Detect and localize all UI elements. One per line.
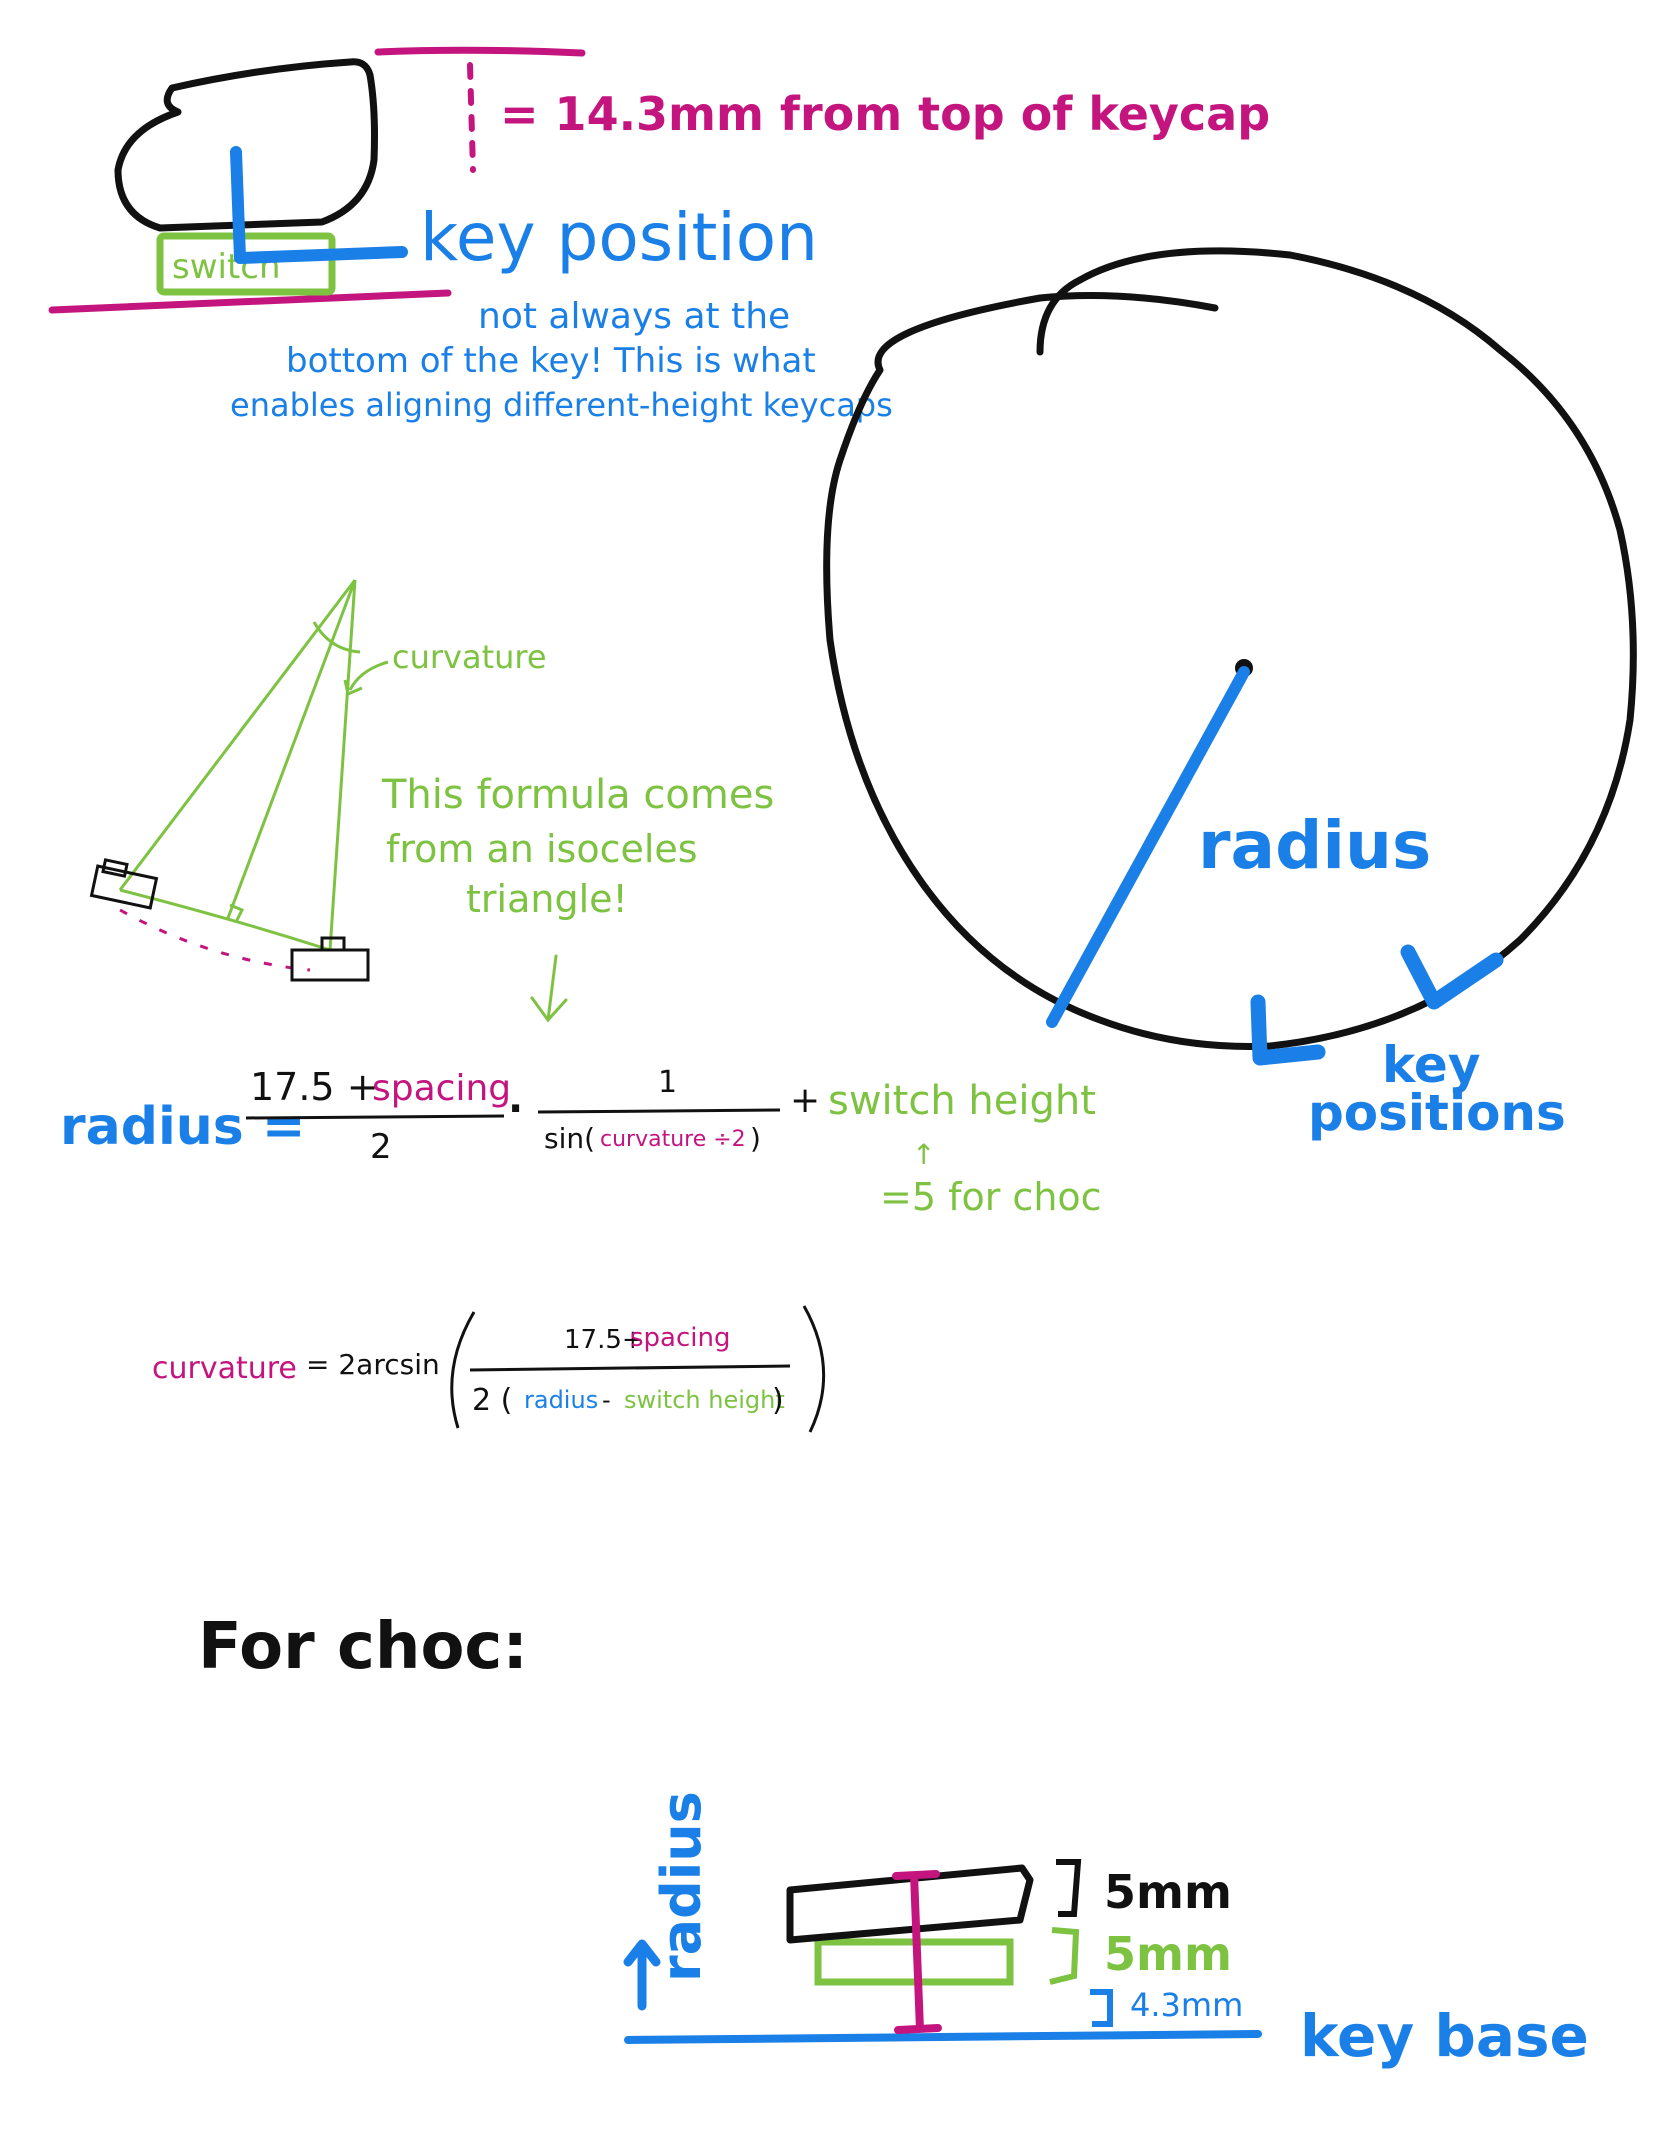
keycap-diagram: switch = 14.3mm from top of keycap key p…	[48, 46, 1270, 424]
key-position-note-line2: bottom of the key! This is what	[286, 341, 816, 381]
formula-note-line1: This formula comes	[381, 772, 774, 818]
curvature-formula-num-b: spacing	[630, 1323, 730, 1353]
right-angle-mark	[229, 903, 245, 923]
bottom-dim-label: 4.3mm	[1130, 1986, 1243, 2024]
choc-radius-arrow-head	[623, 1939, 661, 1967]
triangle-altitude	[226, 579, 357, 919]
curvature-formula-fraction-bar	[469, 1364, 791, 1372]
choc-section: For choc: radius key base 5mm 5mm 4.3mm	[198, 1610, 1589, 2070]
choc-radius-label: radius	[650, 1791, 713, 1982]
choc-key-position-bottom	[894, 2024, 942, 2034]
measure-dashed-line	[467, 62, 476, 173]
radius-formula-arrow: ↑	[912, 1138, 935, 1171]
curvature-formula-num-a: 17.5+	[564, 1325, 644, 1355]
radius-line	[1046, 666, 1250, 1028]
key-position-mark	[230, 146, 408, 264]
radius-formula-plus: +	[790, 1080, 820, 1121]
curvature-formula-den-c: -	[602, 1386, 611, 1414]
switch-box	[156, 232, 336, 296]
key-position-mark-right	[1400, 944, 1504, 1010]
triangle-diagram: curvature This formula comes from an iso…	[89, 579, 774, 1023]
left-paren	[450, 1311, 476, 1429]
bottom-dim-bracket	[1090, 1989, 1113, 2027]
curvature-formula-den-a: 2 (	[472, 1383, 512, 1418]
dashed-arc	[119, 908, 311, 972]
top-dim-label: 5mm	[1104, 1865, 1232, 1919]
radius-formula-den2-b: curvature ÷2	[600, 1127, 746, 1152]
radius-formula-lhs: radius =	[60, 1097, 305, 1157]
formula-note-line2: from an isoceles	[386, 827, 698, 871]
key-positions-label-line2: positions	[1308, 1084, 1566, 1142]
key-base-label: key base	[1300, 2002, 1589, 2070]
curvature-formula-den-d: switch height	[624, 1386, 785, 1414]
middle-dim-label: 5mm	[1104, 1927, 1232, 1981]
radius-formula-fraction-bar-1	[245, 1114, 505, 1120]
radius-formula-switch-height: switch height	[828, 1078, 1096, 1124]
key-positions-label-line1: key	[1382, 1036, 1480, 1094]
choc-height-note: =5 for choc	[880, 1175, 1102, 1219]
radius-formula-den: 2	[370, 1127, 392, 1167]
keycap-base-line	[48, 289, 452, 314]
radius-formula-dot: ·	[508, 1086, 523, 1132]
radius-formula-num-a: 17.5 +	[250, 1065, 379, 1109]
triangle-right-edge	[328, 579, 357, 951]
top-dim-bracket	[1056, 1859, 1082, 1917]
radius-circle	[823, 247, 1637, 1050]
keycap-top-line	[374, 46, 586, 57]
middle-dim-bracket	[1049, 1927, 1080, 1985]
circle-diagram: radius key positions	[823, 247, 1637, 1142]
radius-formula: radius = 17.5 + spacing 2 · 1 sin( curva…	[60, 1065, 1102, 1219]
curvature-arc	[312, 621, 361, 654]
radius-formula-num2: 1	[658, 1065, 677, 1100]
curvature-pointer	[343, 660, 389, 697]
circle-radius-label: radius	[1198, 807, 1431, 884]
key-position-label: key position	[420, 199, 818, 276]
radius-formula-den2-a: sin(	[544, 1122, 595, 1155]
curvature-formula: curvature = 2arcsin 17.5+ spacing 2 ( ra…	[152, 1305, 826, 1433]
triangle-key-left-top	[101, 858, 129, 878]
curvature-formula-lhs: curvature	[152, 1351, 297, 1386]
curvature-formula-den-e: )	[772, 1383, 784, 1418]
triangle-base	[119, 888, 331, 952]
curvature-formula-den-b: radius	[524, 1386, 598, 1414]
key-position-note-line3: enables aligning different-height keycap…	[230, 386, 893, 424]
triangle-key-left	[89, 864, 159, 910]
triangle-key-right-top	[320, 936, 346, 952]
choc-key-position-bar	[910, 1873, 924, 2031]
radius-formula-den2-c: )	[750, 1122, 761, 1155]
radius-formula-fraction-bar-2	[537, 1108, 781, 1114]
formula-note-line3: triangle!	[466, 877, 628, 921]
triangle-key-right	[290, 948, 370, 982]
down-arrow	[530, 954, 568, 1023]
right-paren	[802, 1305, 826, 1433]
key-position-mark-bottom	[1250, 994, 1326, 1066]
keycap-outline	[114, 58, 378, 232]
radius-formula-num-b: spacing	[372, 1068, 511, 1109]
curvature-label: curvature	[392, 638, 547, 676]
triangle-left-edge	[118, 579, 357, 891]
choc-heading: For choc:	[198, 1610, 528, 1684]
choc-key-position-top	[892, 1870, 940, 1880]
key-position-note-line1: not always at the	[478, 296, 790, 337]
key-base-line	[624, 2030, 1262, 2044]
choc-keycap	[786, 1864, 1034, 1944]
curvature-formula-eq: = 2arcsin	[306, 1348, 440, 1381]
measure-note: = 14.3mm from top of keycap	[500, 87, 1270, 141]
